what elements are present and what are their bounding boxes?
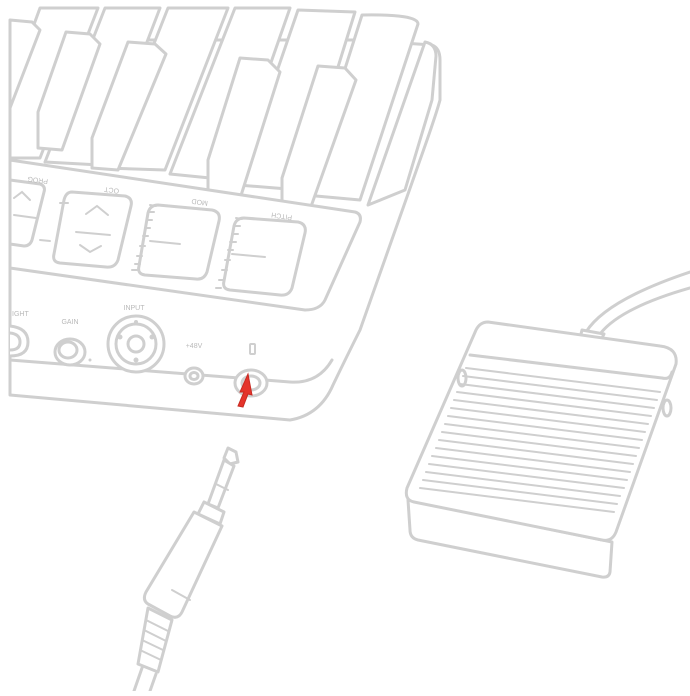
phantom-button[interactable] xyxy=(185,368,203,384)
keyboard: PROG OCT MOD xyxy=(10,8,440,420)
phantom-label: +48V xyxy=(186,343,203,350)
pedal-pivot-right xyxy=(663,400,671,416)
xlr-pin xyxy=(118,335,123,340)
plug-barrel xyxy=(144,512,222,617)
xlr-pin xyxy=(134,358,139,363)
right-output-jack[interactable]: IGHT xyxy=(10,311,29,356)
gain-indicator-dot xyxy=(89,359,92,362)
xlr-pin xyxy=(150,335,155,340)
jack-plug-cable[interactable] xyxy=(134,448,238,691)
xlr-latch xyxy=(134,320,138,324)
right-label: IGHT xyxy=(12,311,29,318)
sustain-pedal[interactable] xyxy=(406,272,690,577)
oct-side-dash-left xyxy=(40,240,50,241)
pedal-cable xyxy=(586,272,690,332)
gain-label: GAIN xyxy=(61,319,78,326)
pedal-cable-edge xyxy=(600,288,690,334)
plug-shaft xyxy=(208,460,234,508)
input-label: INPUT xyxy=(124,305,146,312)
